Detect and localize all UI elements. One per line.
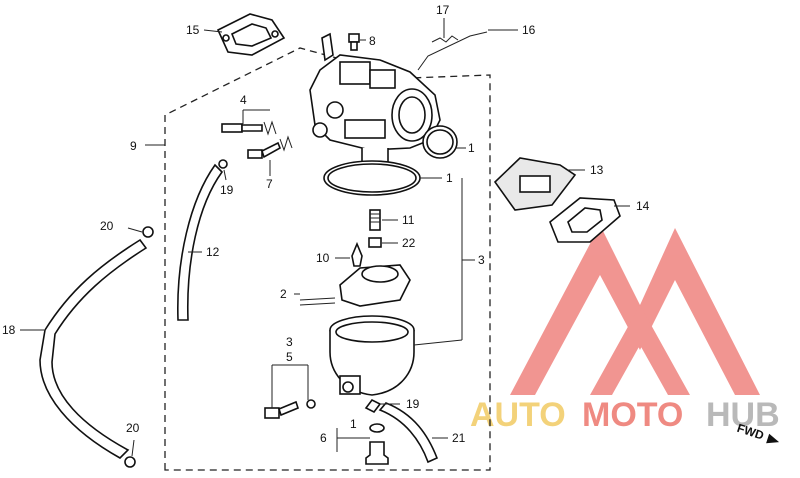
callout-20-lower: 20	[126, 421, 140, 435]
drain-screw-5	[264, 399, 316, 419]
callout-8: 8	[369, 34, 376, 48]
float-valve-10	[351, 241, 363, 267]
gasket-14	[549, 197, 621, 243]
insulator-13	[493, 157, 577, 211]
callout-19-upper: 19	[220, 183, 234, 197]
callout-16: 16	[522, 23, 536, 37]
callout-19-lower: 19	[406, 397, 420, 411]
float-2	[299, 264, 411, 307]
callout-14: 14	[636, 199, 650, 213]
clip-20-lower	[124, 456, 136, 468]
throttle-screw-7	[247, 135, 293, 159]
callout-11: 11	[402, 213, 415, 227]
leader-lines	[20, 18, 630, 457]
callout-2: 2	[280, 287, 287, 301]
callout-6: 6	[320, 431, 327, 445]
main-jet-22	[368, 237, 382, 248]
fuel-tube-12	[177, 163, 224, 321]
pilot-screw-4	[221, 120, 277, 136]
callout-18: 18	[2, 323, 16, 337]
watermark-text-hub: HUB	[706, 396, 780, 434]
callout-10: 10	[316, 251, 330, 265]
main-jet-11	[369, 209, 381, 231]
bolt-6	[365, 441, 389, 465]
callout-5: 5	[286, 350, 293, 364]
callout-21: 21	[452, 431, 466, 445]
callout-3-bowl: 3	[478, 253, 485, 267]
washer-1c	[369, 423, 385, 433]
watermark-logo	[510, 225, 760, 395]
clip-20-upper	[142, 226, 154, 238]
bowl-gasket-1-inner	[327, 163, 417, 193]
callout-labels: 15 8 17 16 4 9 1 1 7 19 13 14 11 20 12 2…	[2, 3, 650, 445]
callout-13: 13	[590, 163, 604, 177]
watermark-text-auto: AUTO	[470, 396, 566, 434]
float-chamber-3	[329, 315, 415, 396]
screw-8	[348, 33, 360, 51]
callout-22: 22	[402, 236, 416, 250]
choke-rod-17-16	[417, 31, 488, 71]
watermark-text-moto: MOTO	[582, 396, 683, 434]
overflow-tube-18	[39, 238, 148, 459]
fwd-arrow-icon	[766, 433, 780, 444]
callout-1-oring: 1	[468, 141, 475, 155]
callout-7: 7	[266, 177, 273, 191]
carburetor-body	[309, 32, 441, 177]
callout-15: 15	[186, 23, 200, 37]
drain-tube-21	[378, 402, 439, 464]
callout-1-gasket: 1	[446, 171, 453, 185]
gasket-15	[216, 13, 286, 56]
callout-20-upper: 20	[100, 219, 114, 233]
callout-12: 12	[206, 245, 220, 259]
assembly-boundary	[164, 47, 491, 471]
clip-19-lower	[364, 398, 382, 414]
o-ring-1a-inner	[426, 129, 454, 155]
callout-4: 4	[240, 93, 247, 107]
callout-9: 9	[130, 139, 137, 153]
clip-19-upper	[218, 159, 228, 169]
callout-1-washer: 1	[350, 417, 357, 431]
callout-17: 17	[436, 3, 450, 17]
callout-3-set: 3	[286, 335, 293, 349]
